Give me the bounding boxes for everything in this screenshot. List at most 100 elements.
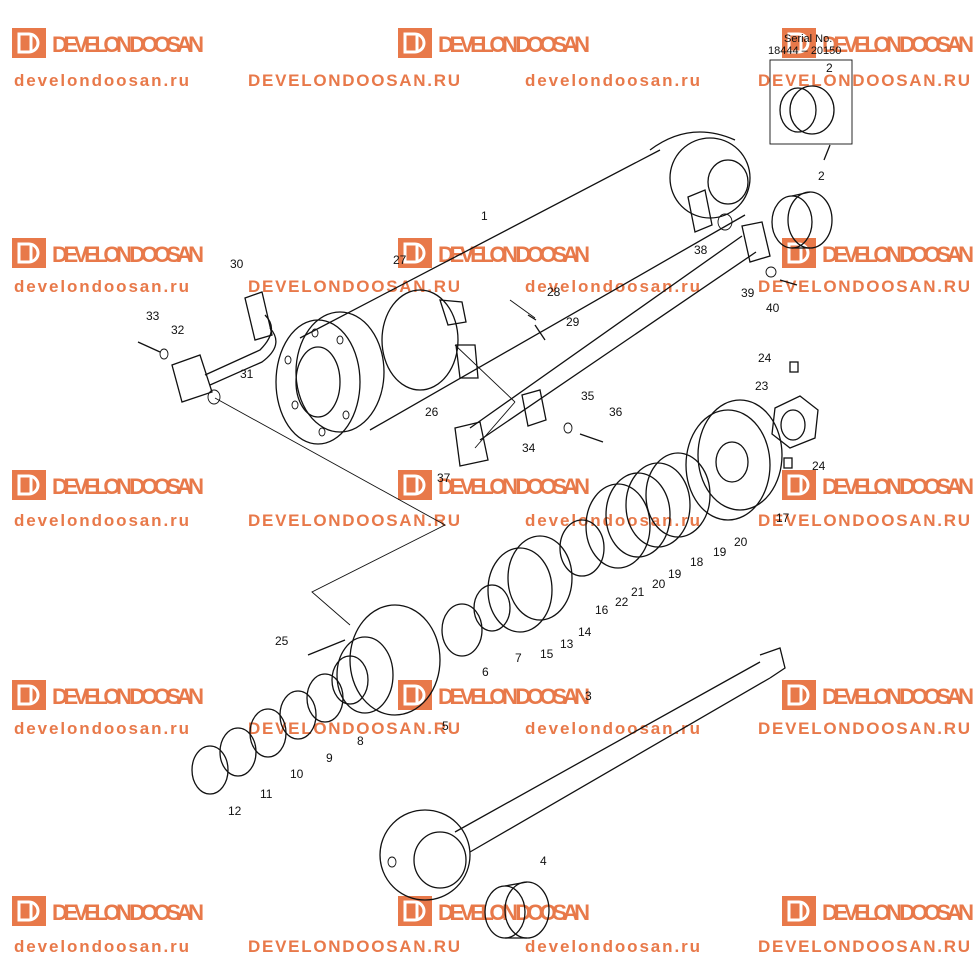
part-callout-17: 17 bbox=[776, 511, 790, 525]
watermark-brand: DEVELON DOOSAN bbox=[398, 896, 590, 926]
part-callout-16: 16 bbox=[595, 603, 609, 617]
part-callout-21: 21 bbox=[631, 585, 645, 599]
watermark-site-url: develondoosan.ru bbox=[14, 277, 189, 296]
part-callout-38: 38 bbox=[694, 243, 708, 257]
watermark-brand-text: DEVELON DOOSAN bbox=[822, 684, 974, 709]
part-callout-31: 31 bbox=[240, 367, 254, 381]
doosan-logo-icon bbox=[782, 238, 816, 268]
watermark-brand: DEVELON DOOSAN bbox=[782, 28, 974, 58]
part-callout-6: 6 bbox=[482, 665, 489, 679]
watermark-brand-text: DEVELON DOOSAN bbox=[52, 900, 204, 925]
watermark-brand: DEVELON DOOSAN bbox=[782, 470, 974, 500]
part-callout-30: 30 bbox=[230, 257, 244, 271]
part-callout-13: 13 bbox=[560, 637, 574, 651]
watermark-brand: DEVELON DOOSAN bbox=[782, 896, 974, 926]
watermark-brand-text: DEVELON DOOSAN bbox=[438, 684, 590, 709]
watermark-site-url: develondoosan.ru bbox=[14, 937, 189, 956]
watermark-site-url: develondoosan.ru bbox=[14, 719, 189, 738]
bushings bbox=[484, 191, 833, 939]
watermark-brand: DEVELON DOOSAN bbox=[398, 680, 590, 710]
part-callout-22: 22 bbox=[615, 595, 629, 609]
watermark-site-url: DEVELONDOOSAN.RU bbox=[248, 937, 460, 956]
part-callout-1: 1 bbox=[481, 209, 488, 223]
part-callout-36: 36 bbox=[609, 405, 623, 419]
watermark-brand-text: DEVELON DOOSAN bbox=[438, 474, 590, 499]
part-callout-33: 33 bbox=[146, 309, 160, 323]
serial-label: Serial No. bbox=[784, 33, 832, 45]
watermark-site-url: DEVELONDOOSAN.RU bbox=[248, 277, 460, 296]
part-callout-15: 15 bbox=[540, 647, 554, 661]
piston-rod bbox=[379, 647, 786, 901]
serial-part-number: 2 bbox=[826, 61, 833, 75]
part-callout-5: 5 bbox=[442, 719, 449, 733]
doosan-logo-icon bbox=[782, 28, 816, 58]
watermark-site-url: develondoosan.ru bbox=[525, 719, 700, 738]
watermark-layer: DEVELON DOOSAN DEVELON DOOSAN DEVELON DOOS… bbox=[12, 28, 974, 956]
part-callout-14: 14 bbox=[578, 625, 592, 639]
watermark-site-url: develondoosan.ru bbox=[525, 511, 700, 530]
bolts-and-washers bbox=[137, 213, 799, 656]
watermark-brand-text: DEVELON DOOSAN bbox=[438, 32, 590, 57]
gland-seals bbox=[191, 673, 344, 795]
part-callout-25: 25 bbox=[275, 634, 289, 648]
watermark-brand-text: DEVELON DOOSAN bbox=[822, 32, 974, 57]
watermark-brand-text: DEVELON DOOSAN bbox=[822, 900, 974, 925]
watermark-site-url: DEVELONDOOSAN.RU bbox=[248, 719, 460, 738]
doosan-logo-icon bbox=[12, 238, 46, 268]
part-callout-9: 9 bbox=[326, 751, 333, 765]
watermark-brand: DEVELON DOOSAN bbox=[12, 28, 204, 58]
part-callout-24: 24 bbox=[758, 351, 772, 365]
watermark-site-url: develondoosan.ru bbox=[14, 71, 189, 90]
serial-range: 18444 – 20150 bbox=[768, 45, 841, 57]
watermark-site-url: DEVELONDOOSAN.RU bbox=[248, 71, 460, 90]
watermark-site-url: DEVELONDOOSAN.RU bbox=[758, 719, 970, 738]
leader-lines bbox=[214, 299, 536, 626]
watermark-brand: DEVELON DOOSAN bbox=[398, 238, 590, 268]
cylinder-tube bbox=[275, 131, 751, 445]
part-callout-32: 32 bbox=[171, 323, 185, 337]
doosan-logo-icon bbox=[12, 470, 46, 500]
doosan-logo-icon bbox=[398, 896, 432, 926]
watermark-brand-text: DEVELON DOOSAN bbox=[52, 32, 204, 57]
part-callout-19: 19 bbox=[668, 567, 682, 581]
watermark-site-url: DEVELONDOOSAN.RU bbox=[248, 511, 460, 530]
watermark-site-url: DEVELONDOOSAN.RU bbox=[758, 71, 970, 90]
doosan-logo-icon bbox=[782, 896, 816, 926]
part-callout-27: 27 bbox=[393, 253, 407, 267]
watermark-brand: DEVELON DOOSAN bbox=[12, 238, 204, 268]
part-callout-20: 20 bbox=[734, 535, 748, 549]
part-callout-11: 11 bbox=[260, 787, 273, 801]
watermark-site-url: develondoosan.ru bbox=[525, 277, 700, 296]
doosan-logo-icon bbox=[398, 470, 432, 500]
seal-rings bbox=[441, 452, 711, 657]
part-callout-28: 28 bbox=[547, 285, 561, 299]
serial-number-inset: Serial No. 18444 – 20150 2 bbox=[768, 33, 853, 161]
watermark-brand: DEVELON DOOSAN bbox=[398, 470, 590, 500]
doosan-logo-icon bbox=[398, 238, 432, 268]
part-callout-3: 3 bbox=[585, 689, 592, 703]
doosan-logo-icon bbox=[398, 680, 432, 710]
watermark-brand: DEVELON DOOSAN bbox=[12, 470, 204, 500]
piston-and-nut bbox=[685, 395, 819, 521]
watermark-site-url: develondoosan.ru bbox=[14, 511, 189, 530]
part-callout-2: 2 bbox=[818, 169, 825, 183]
watermark-brand: DEVELON DOOSAN bbox=[782, 680, 974, 710]
part-callout-10: 10 bbox=[290, 767, 304, 781]
part-callout-7: 7 bbox=[515, 651, 522, 665]
part-callout-26: 26 bbox=[425, 405, 439, 419]
watermark-brand-text: DEVELON DOOSAN bbox=[52, 474, 204, 499]
watermark-brand-text: DEVELON DOOSAN bbox=[52, 242, 204, 267]
part-callout-18: 18 bbox=[690, 555, 704, 569]
part-callout-20: 20 bbox=[652, 577, 666, 591]
part-callout-39: 39 bbox=[741, 286, 755, 300]
watermark-brand: DEVELON DOOSAN bbox=[12, 896, 204, 926]
watermark-brand: DEVELON DOOSAN bbox=[12, 680, 204, 710]
watermark-site-url: DEVELONDOOSAN.RU bbox=[758, 277, 970, 296]
rod-gland bbox=[331, 604, 441, 716]
hydraulic-pipes bbox=[171, 221, 771, 467]
watermark-brand-text: DEVELON DOOSAN bbox=[52, 684, 204, 709]
doosan-logo-icon bbox=[398, 28, 432, 58]
part-callout-40: 40 bbox=[766, 301, 780, 315]
doosan-logo-icon bbox=[782, 680, 816, 710]
